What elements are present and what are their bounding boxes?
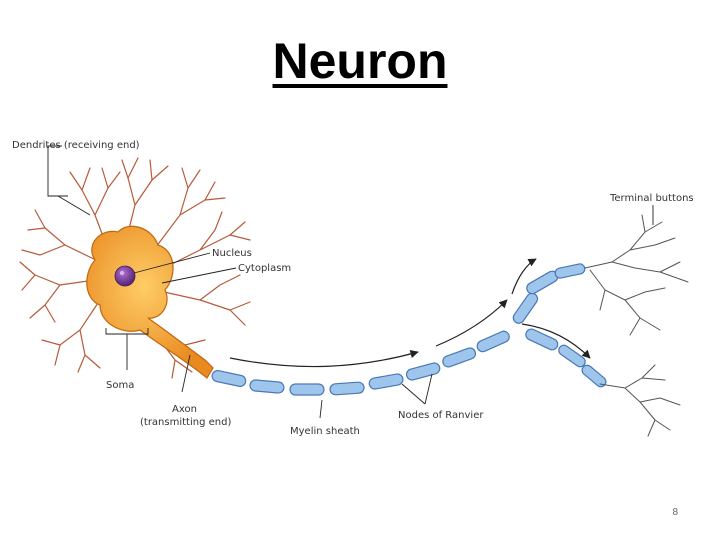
label-axon: Axon [172, 404, 197, 415]
nucleus-shape [114, 265, 136, 287]
slide-title: Neuron [0, 36, 720, 86]
label-axon-role: (transmitting end) [140, 417, 231, 428]
terminal-branches [584, 214, 689, 437]
neuron-diagram: Dendrites (receiving end) Nucleus Cytopl… [12, 140, 694, 437]
label-nucleus: Nucleus [212, 248, 252, 259]
label-terminal-buttons: Terminal buttons [609, 193, 694, 204]
slide-title-text: Neuron [272, 33, 448, 89]
page-number: 8 [672, 507, 678, 518]
label-cytoplasm: Cytoplasm [238, 263, 291, 274]
soma-body [86, 225, 214, 379]
leader-lines [47, 145, 654, 419]
signal-direction-arrows [229, 258, 591, 368]
myelin-sheath-segments [211, 263, 607, 396]
label-dendrites: Dendrites (receiving end) [12, 140, 140, 151]
label-soma: Soma [106, 380, 134, 391]
label-myelin-sheath: Myelin sheath [290, 426, 360, 437]
label-nodes-of-ranvier: Nodes of Ranvier [398, 410, 484, 421]
